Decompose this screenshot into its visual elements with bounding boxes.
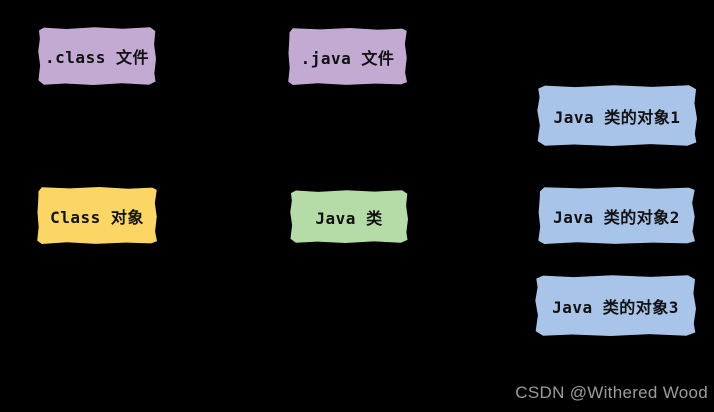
box-java-object-3: Java 类的对象3 [535,275,696,336]
box-class-object-label: Class 对象 [50,207,144,227]
box-class-object: Class 对象 [37,187,157,244]
box-java-file: .java 文件 [288,28,407,85]
box-class-file-label: .class 文件 [45,48,149,67]
box-java-object-1: Java 类的对象1 [537,85,697,146]
box-java-object-2: Java 类的对象2 [538,187,695,244]
box-java-object-2-label: Java 类的对象2 [553,207,680,227]
csdn-watermark: CSDN @Withered Wood [515,383,708,402]
box-java-object-1-label: Java 类的对象1 [553,107,681,127]
box-java-class-label: Java 类 [315,208,383,228]
box-java-class: Java 类 [290,190,408,243]
box-java-object-3-label: Java 类的对象3 [552,297,679,317]
box-class-file: .class 文件 [38,27,156,85]
box-java-file-label: .java 文件 [300,48,395,68]
